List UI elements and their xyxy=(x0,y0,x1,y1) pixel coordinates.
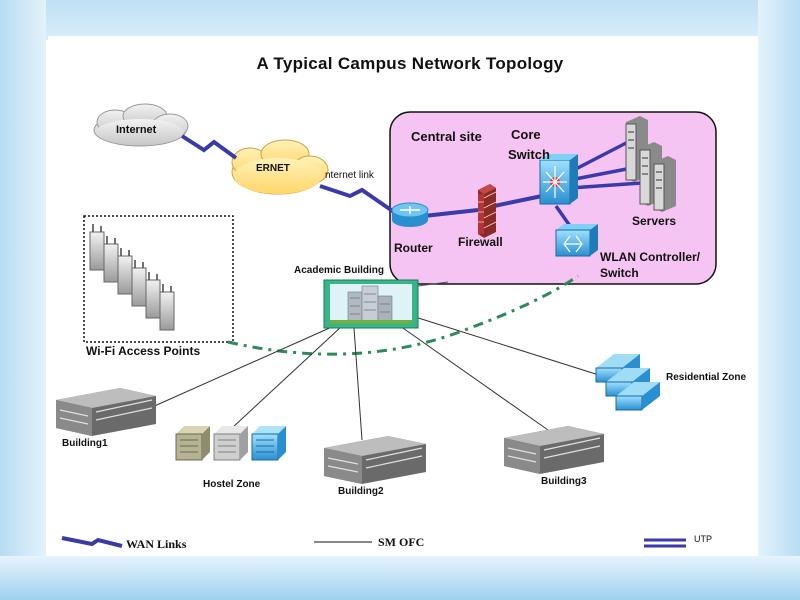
internet-cloud-icon xyxy=(93,103,189,147)
core-switch-icon xyxy=(539,154,578,205)
firewall-icon xyxy=(478,184,497,238)
servers-label: Servers xyxy=(632,214,677,228)
background-left xyxy=(0,0,46,600)
link-core-server1 xyxy=(569,140,629,174)
legend-sm-label: SM OFC xyxy=(378,535,425,549)
building1-label: Building1 xyxy=(62,438,108,449)
wlan-switch-label: Switch xyxy=(600,266,639,280)
central-site-label: Central site xyxy=(411,129,482,144)
legend-utp-label: UTP xyxy=(694,534,712,544)
internet-label: Internet xyxy=(116,124,157,136)
wan-link-internet-ernet xyxy=(180,134,238,160)
utp-router-firewall xyxy=(423,208,479,218)
wan-link-ernet-router xyxy=(319,184,396,214)
building1-icon xyxy=(56,388,156,436)
legend-wan-label: WAN Links xyxy=(126,537,187,551)
building3-label: Building3 xyxy=(541,476,587,487)
link-core-wlan xyxy=(554,204,572,228)
background-bottom xyxy=(0,556,800,600)
server-3-icon xyxy=(653,156,676,212)
background-top xyxy=(0,0,800,40)
legend-utp-glyph xyxy=(644,538,686,548)
link-academic-building2 xyxy=(353,327,363,441)
wifi-ap-box xyxy=(83,215,234,343)
link-academic-central xyxy=(417,281,449,287)
academic-building-icon xyxy=(323,279,419,329)
residential-zone-icon xyxy=(595,354,660,411)
firewall-label: Firewall xyxy=(458,235,503,249)
hostel-zone-icon xyxy=(175,426,286,461)
academic-building-label: Academic Building xyxy=(294,265,385,276)
residential-zone-label: Residential Zone xyxy=(666,372,747,383)
wlan-controller-label: WLAN Controller/ xyxy=(600,250,700,264)
link-academic-building3 xyxy=(399,325,549,431)
switch-label: Switch xyxy=(508,147,550,162)
ernet-label: ERNET xyxy=(256,163,290,174)
utp-firewall-core xyxy=(493,194,543,208)
core-label: Core xyxy=(511,127,541,142)
wlan-controller-icon xyxy=(555,224,598,257)
legend-wan-glyph xyxy=(61,536,123,548)
building2-label: Building2 xyxy=(338,486,384,497)
building3-icon xyxy=(504,426,604,474)
ernet-cloud-icon xyxy=(231,139,329,195)
background-right xyxy=(758,0,800,600)
link-academic-residential xyxy=(411,315,603,377)
building2-icon xyxy=(324,436,426,484)
hostel-zone-label: Hostel Zone xyxy=(203,479,261,490)
link-academic-hostel xyxy=(231,325,343,429)
wireless-link xyxy=(227,274,579,356)
router-label: Router xyxy=(394,241,433,255)
wifi-access-points-label: Wi-Fi Access Points xyxy=(86,344,201,358)
router-icon xyxy=(391,202,429,227)
link-academic-building1 xyxy=(149,325,335,409)
wifi-access-points-icon xyxy=(89,224,175,331)
internet-link-label: nternet link xyxy=(325,170,374,181)
page-title: A Typical Campus Network Topology xyxy=(256,54,564,73)
